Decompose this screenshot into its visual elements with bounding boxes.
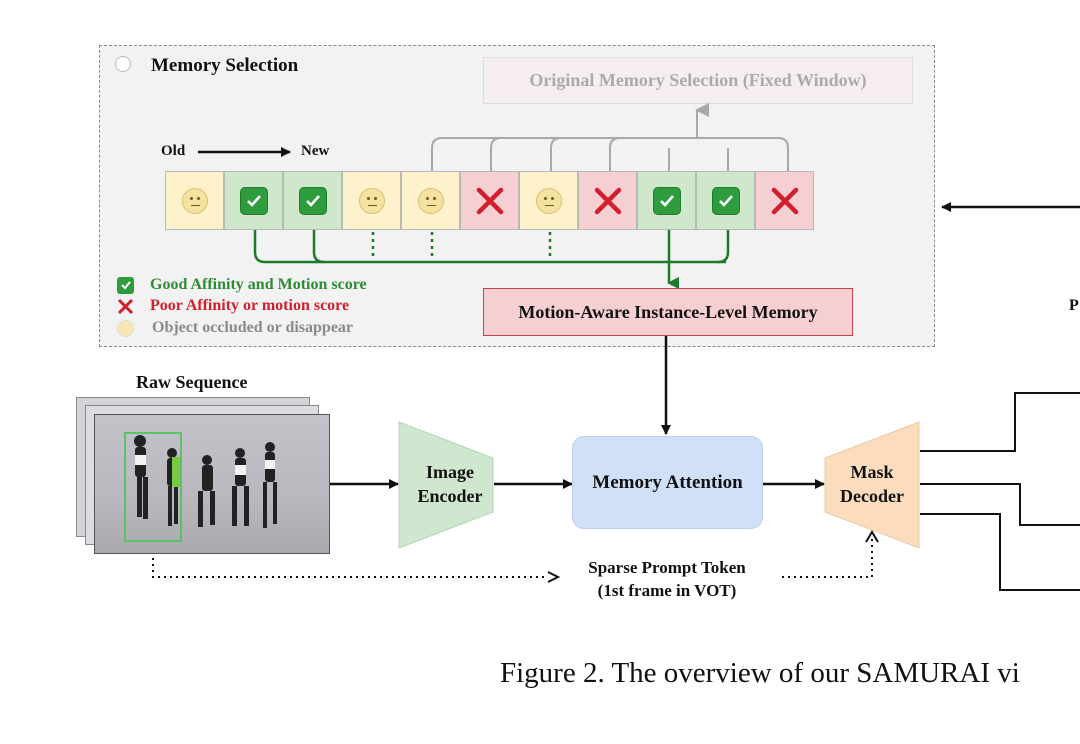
- legend-occluded-label: Object occluded or disappear: [152, 319, 354, 336]
- figure-caption: Figure 2. The overview of our SAMURAI vi: [500, 657, 1020, 689]
- cut-off-right-label: P: [1069, 297, 1079, 314]
- sparse-prompt-line2: (1st frame in VOT): [597, 581, 737, 600]
- cross-icon: [476, 187, 503, 214]
- memory-frame-good: [637, 171, 696, 230]
- image-encoder-label: Image Encoder: [410, 460, 490, 508]
- legend-poor-label: Poor Affinity or motion score: [150, 297, 350, 314]
- original-memory-selection-label: Original Memory Selection (Fixed Window): [529, 70, 867, 90]
- memory-frame-occluded: [519, 171, 578, 230]
- check-icon: [711, 186, 740, 215]
- memory-selection-icon: [115, 56, 131, 72]
- legend-occluded: Object occluded or disappear: [117, 317, 367, 339]
- raw-frame-image: [94, 414, 330, 554]
- motion-aware-memory-box: Motion-Aware Instance-Level Memory: [483, 288, 853, 336]
- legend: Good Affinity and Motion score Poor Affi…: [117, 275, 367, 339]
- image-encoder-line2: Encoder: [417, 486, 483, 506]
- dancers-illustration: [124, 432, 277, 542]
- cross-icon: [771, 187, 798, 214]
- memory-frame-occluded: [401, 171, 460, 230]
- memory-frame-good: [696, 171, 755, 230]
- check-icon: [652, 186, 681, 215]
- mask-decoder-label: Mask Decoder: [832, 460, 912, 508]
- memory-frame-poor: [755, 171, 814, 230]
- memory-attention-box: Memory Attention: [572, 436, 763, 529]
- memory-frame-good: [224, 171, 283, 230]
- smiley-icon: [358, 187, 385, 214]
- memory-frame-good: [283, 171, 342, 230]
- mask-decoder-line2: Decoder: [840, 486, 904, 506]
- check-icon: [239, 186, 268, 215]
- mask-decoder-shape: [824, 421, 920, 549]
- cross-icon: [594, 187, 621, 214]
- memory-frame-poor: [460, 171, 519, 230]
- raw-sequence-label: Raw Sequence: [136, 372, 248, 392]
- smiley-icon: [535, 187, 562, 214]
- sparse-prompt-line1: Sparse Prompt Token: [588, 558, 746, 577]
- memory-frame-poor: [578, 171, 637, 230]
- check-icon: [117, 276, 134, 294]
- smiley-icon: [117, 319, 134, 337]
- image-encoder-shape: [398, 421, 494, 549]
- memory-frame-occluded: [165, 171, 224, 230]
- smiley-icon: [417, 187, 444, 214]
- memory-selection-title: Memory Selection: [151, 55, 299, 76]
- memory-attention-label: Memory Attention: [592, 471, 743, 493]
- legend-good-label: Good Affinity and Motion score: [150, 276, 367, 293]
- mask-decoder-line1: Mask: [850, 462, 894, 482]
- legend-good: Good Affinity and Motion score: [117, 275, 367, 295]
- sparse-prompt-label: Sparse Prompt Token (1st frame in VOT): [560, 556, 774, 602]
- image-encoder-line1: Image: [426, 462, 474, 482]
- cross-icon: [117, 298, 134, 314]
- smiley-icon: [181, 187, 208, 214]
- memory-frame-occluded: [342, 171, 401, 230]
- motion-aware-memory-label: Motion-Aware Instance-Level Memory: [518, 301, 818, 322]
- check-icon: [298, 186, 327, 215]
- new-label: New: [301, 143, 330, 159]
- old-label: Old: [161, 143, 186, 159]
- legend-poor: Poor Affinity or motion score: [117, 295, 367, 317]
